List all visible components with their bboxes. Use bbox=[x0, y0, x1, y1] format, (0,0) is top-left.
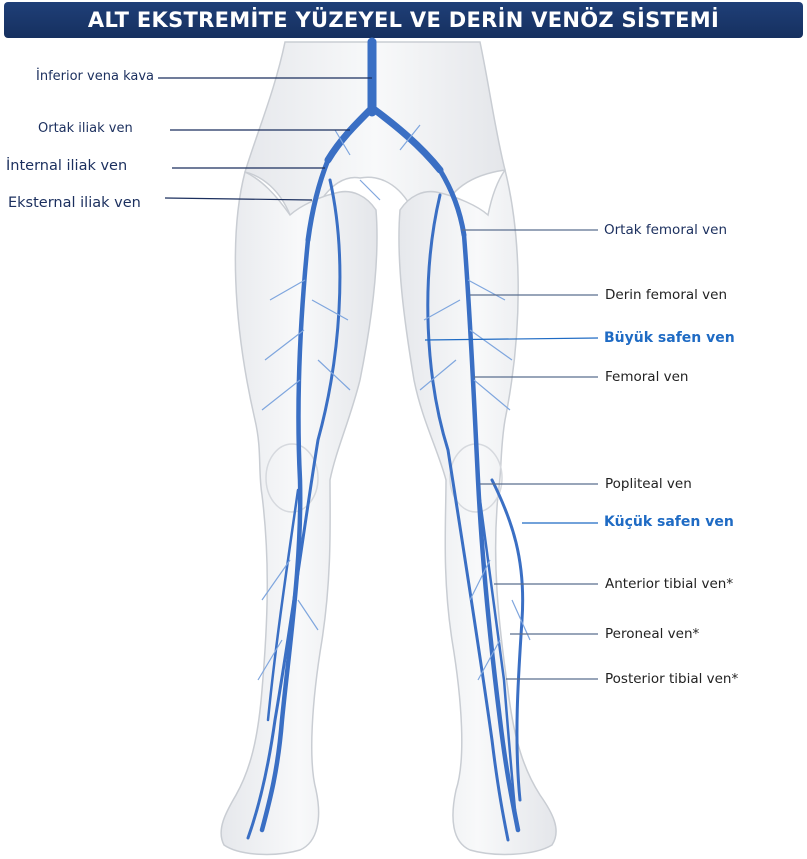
label-femoral-ven: Femoral ven bbox=[605, 369, 688, 385]
label-anterior-tibial-ven: Anterior tibial ven* bbox=[605, 576, 733, 592]
label-posterior-tibial-ven: Posterior tibial ven* bbox=[605, 671, 738, 687]
body-silhouette bbox=[221, 42, 556, 854]
label-eksternal-iliak-ven: Eksternal iliak ven bbox=[8, 195, 141, 211]
label-buyuk-safen-ven: Büyük safen ven bbox=[604, 330, 735, 346]
label-ortak-femoral-ven: Ortak femoral ven bbox=[604, 222, 727, 238]
label-popliteal-ven: Popliteal ven bbox=[605, 476, 692, 492]
label-peroneal-ven: Peroneal ven* bbox=[605, 626, 699, 642]
label-derin-femoral-ven: Derin femoral ven bbox=[605, 287, 727, 303]
label-inferior-vena-kava: İnferior vena kava bbox=[36, 69, 154, 84]
label-internal-iliak-ven: İnternal iliak ven bbox=[6, 158, 127, 174]
label-kucuk-safen-ven: Küçük safen ven bbox=[604, 514, 734, 530]
label-ortak-iliak-ven: Ortak iliak ven bbox=[38, 121, 133, 136]
